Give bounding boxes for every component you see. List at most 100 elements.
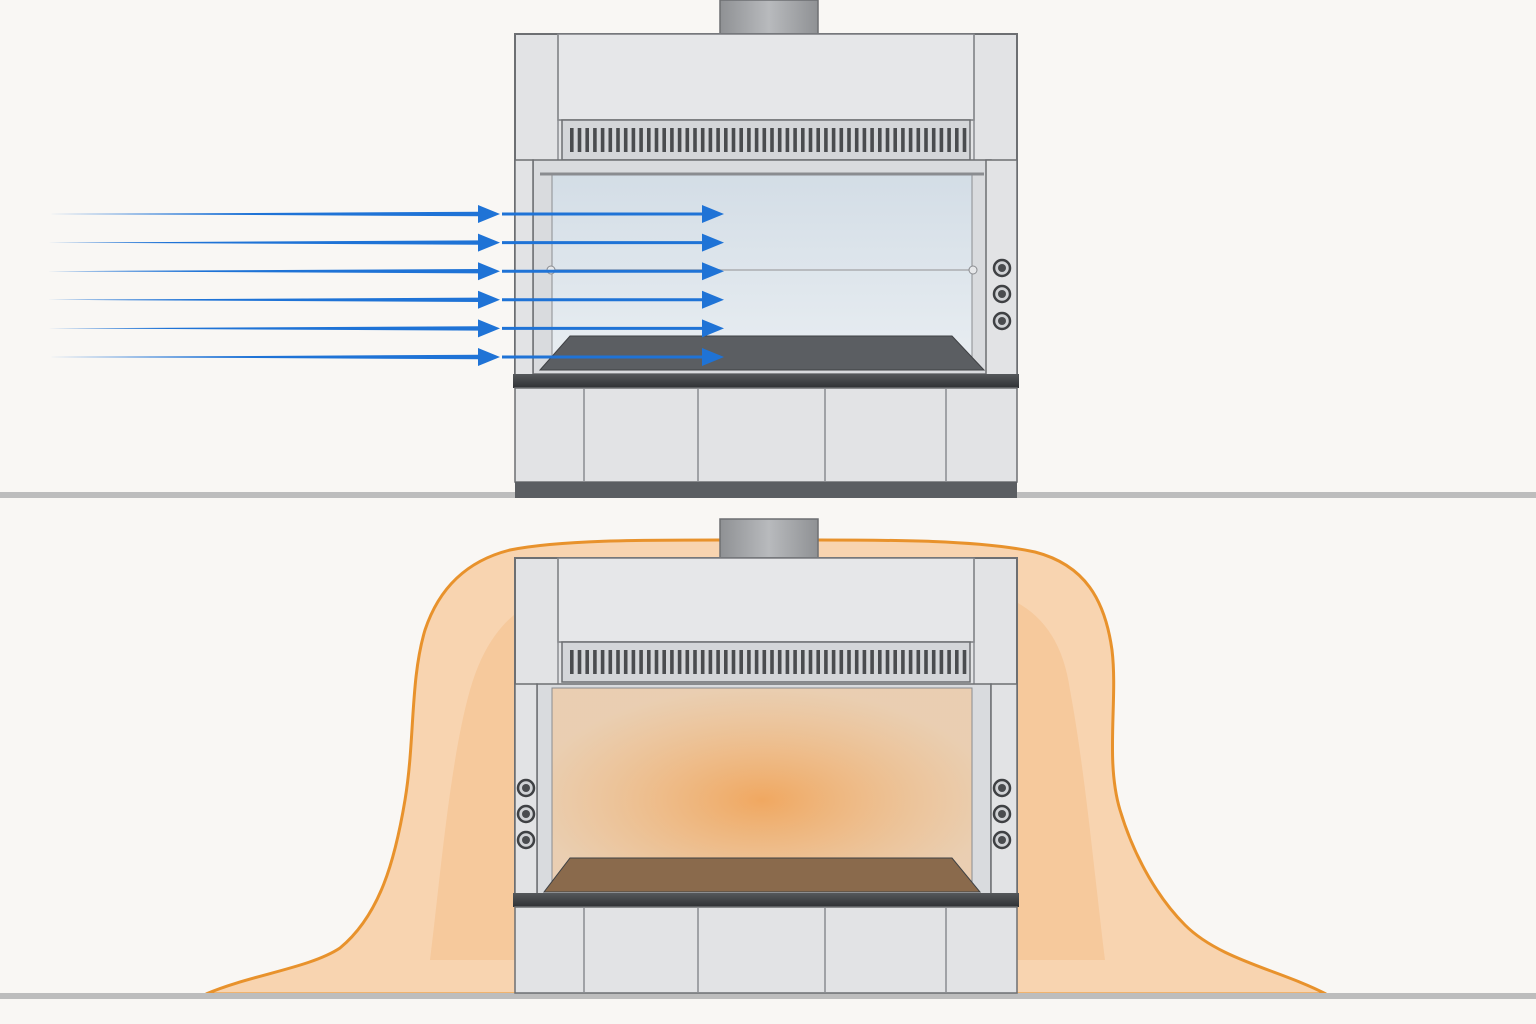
airflow-arrow-icon <box>48 269 480 274</box>
grille-slot <box>739 128 743 152</box>
grille-slot <box>824 128 828 152</box>
grille-slot <box>570 128 574 152</box>
grille-slot <box>770 650 774 674</box>
grille-slot <box>639 128 643 152</box>
grille-slot <box>924 128 928 152</box>
grille-slot <box>816 128 820 152</box>
grille-slot <box>608 128 613 152</box>
grille-slot <box>739 650 743 674</box>
grille-slot <box>885 650 890 674</box>
grille-slot <box>631 128 636 152</box>
grille-slot <box>885 128 890 152</box>
grille-slot <box>600 128 605 152</box>
grille-slot <box>585 650 589 674</box>
grille-slot <box>577 650 582 674</box>
airflow-arrow-icon <box>48 297 480 302</box>
grille-slot <box>731 650 736 674</box>
grille-slot <box>754 650 759 674</box>
grille-slot <box>731 128 736 152</box>
grille-slot <box>647 128 651 152</box>
grille-slot <box>654 128 659 152</box>
grille-slot <box>747 128 751 152</box>
grille-slot <box>600 650 605 674</box>
grille-slot <box>700 650 705 674</box>
grille-slot <box>577 128 582 152</box>
grille-slot <box>955 128 959 152</box>
grille-slot <box>870 128 874 152</box>
grille-slot <box>670 650 674 674</box>
grille-slot <box>593 128 597 152</box>
grille-slot <box>762 128 767 152</box>
grille-slot <box>878 650 882 674</box>
grille-slot <box>916 650 921 674</box>
grille-slot <box>839 128 844 152</box>
grille-slot <box>793 650 797 674</box>
grille-slot <box>931 650 936 674</box>
worktop-top <box>513 374 1019 388</box>
grille-slot <box>708 650 713 674</box>
exhaust-duct-bottom <box>719 518 819 560</box>
grille-slot <box>962 128 967 152</box>
airflow-arrow-icon <box>48 240 480 245</box>
airflow-arrow-icon <box>48 211 480 217</box>
grille-slot <box>793 128 797 152</box>
grille-slot <box>623 128 628 152</box>
grille-slot <box>931 128 936 152</box>
grille-slot <box>777 650 782 674</box>
grille-slot <box>585 128 589 152</box>
grille-slot <box>693 128 697 152</box>
grille-slot <box>847 650 851 674</box>
grille-slot <box>639 650 643 674</box>
grille-slot <box>647 650 651 674</box>
grille-slot <box>754 128 759 152</box>
work-surface-interior-bottom <box>542 857 982 893</box>
grille-slot <box>924 650 928 674</box>
grille-slot <box>854 650 859 674</box>
grille-slot <box>724 650 728 674</box>
grille-slot <box>824 650 828 674</box>
grille-slot <box>770 128 774 152</box>
grille-slot <box>777 128 782 152</box>
grille-slot <box>631 650 636 674</box>
grille-slot <box>878 128 882 152</box>
grille-slot <box>908 650 913 674</box>
grille-slot <box>693 650 697 674</box>
grille-slot <box>808 650 813 674</box>
grille-slot <box>785 128 790 152</box>
control-knobs-right-top <box>992 258 1012 331</box>
grille-slot <box>870 650 874 674</box>
grille-slot <box>716 650 720 674</box>
grille-slot <box>808 128 813 152</box>
worktop-bottom <box>513 893 1019 907</box>
grille-slot <box>762 650 767 674</box>
grille-slot <box>623 650 628 674</box>
grille-slot <box>700 128 705 152</box>
grille-slot <box>862 650 867 674</box>
airflow-arrow-icon <box>48 354 480 360</box>
exhaust-duct-top <box>719 0 819 35</box>
panel-top-working-hood <box>0 0 1536 498</box>
grille-slot <box>677 128 682 152</box>
airflow-arrow-icon <box>48 326 480 331</box>
grille-slot <box>947 650 951 674</box>
grille-slot <box>847 128 851 152</box>
grille-slot <box>570 650 574 674</box>
base-cabinet-top <box>514 387 1018 483</box>
panel-bottom-spilling-hood <box>0 518 1536 999</box>
grille-slot <box>724 128 728 152</box>
airflow-arrows <box>48 205 724 366</box>
grille-slot <box>801 650 805 674</box>
base-cabinet-bottom <box>514 906 1018 994</box>
grille-slot <box>654 650 659 674</box>
grille-slot <box>939 128 944 152</box>
grille-slot <box>901 128 905 152</box>
grille-slot <box>893 650 897 674</box>
grille-slot <box>685 128 690 152</box>
grille-slot <box>839 650 844 674</box>
grille-slot <box>608 650 613 674</box>
grille-slot <box>593 650 597 674</box>
grille-slot <box>747 650 751 674</box>
grille-slot <box>662 650 666 674</box>
grille-slot <box>708 128 713 152</box>
